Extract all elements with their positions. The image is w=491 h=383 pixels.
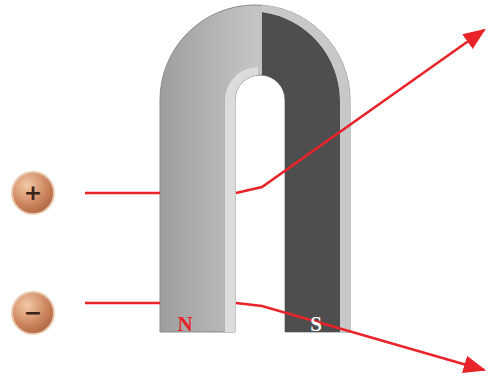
charge-particle: + (11, 171, 55, 215)
charge-sign: + (24, 182, 42, 204)
charge-sign: − (24, 302, 42, 324)
pole-label: N (177, 314, 192, 335)
charge-particle: − (11, 291, 55, 335)
pole-label: S (310, 314, 322, 335)
